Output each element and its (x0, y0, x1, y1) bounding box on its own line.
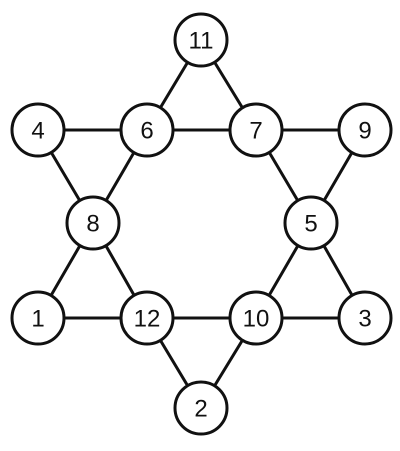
node-circle (65, 195, 121, 251)
node-circle (337, 102, 393, 158)
node-circle (228, 290, 284, 346)
node-label: 7 (249, 118, 262, 145)
node-label: 4 (31, 118, 44, 145)
node-label: 1 (31, 306, 44, 333)
node-label: 11 (189, 28, 214, 55)
node-6: 6 (119, 102, 175, 158)
node-5: 5 (283, 195, 339, 251)
node-circle (173, 380, 229, 436)
node-1: 1 (10, 290, 66, 346)
node-4: 4 (10, 102, 66, 158)
node-circle (10, 290, 66, 346)
node-12: 12 (119, 290, 175, 346)
node-circle (337, 290, 393, 346)
node-circle (119, 102, 175, 158)
node-11: 11 (173, 12, 229, 68)
node-circle (283, 195, 339, 251)
node-9: 9 (337, 102, 393, 158)
node-label: 8 (86, 211, 99, 238)
node-label: 3 (358, 306, 371, 333)
node-label: 2 (194, 396, 207, 423)
node-label: 9 (358, 118, 371, 145)
node-circle (119, 290, 175, 346)
node-label: 6 (140, 118, 153, 145)
node-circle (10, 102, 66, 158)
node-label: 5 (304, 211, 317, 238)
node-2: 2 (173, 380, 229, 436)
node-7: 7 (228, 102, 284, 158)
node-10: 10 (228, 290, 284, 346)
nodes: 11 4 6 7 9 8 5 1 12 10 3 2 (10, 12, 393, 436)
node-label: 10 (243, 306, 270, 333)
node-3: 3 (337, 290, 393, 346)
node-label: 12 (134, 306, 161, 333)
node-8: 8 (65, 195, 121, 251)
node-circle (173, 12, 229, 68)
node-circle (228, 102, 284, 158)
